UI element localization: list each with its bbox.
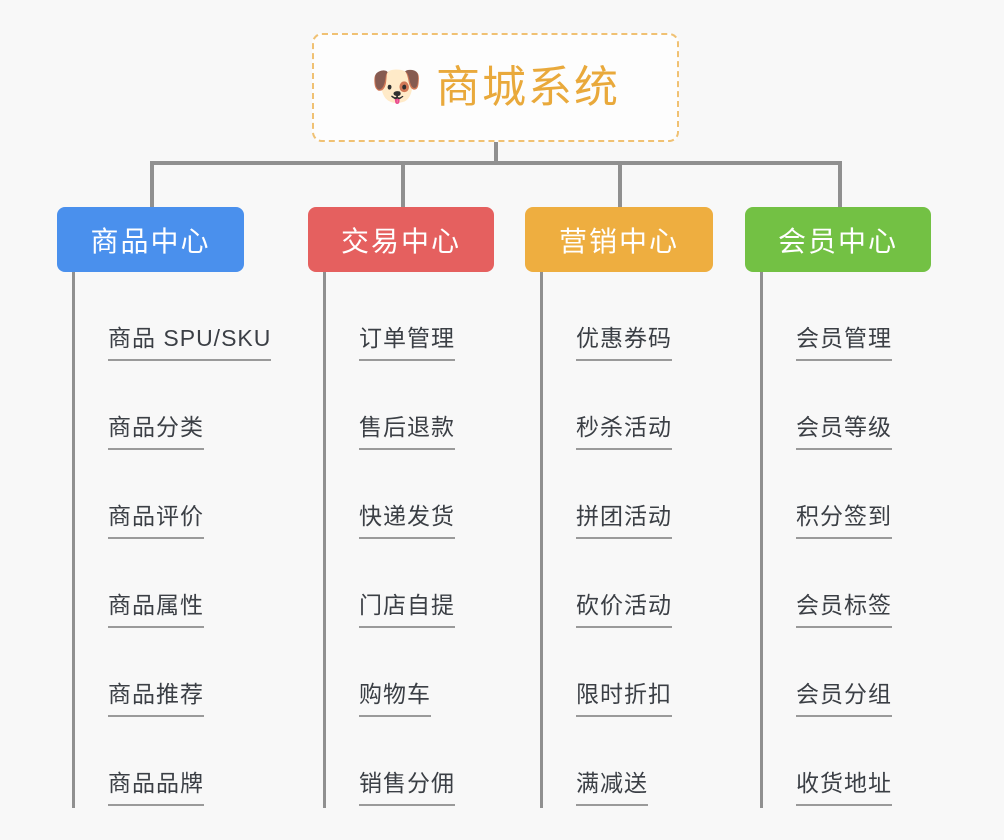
column-trade-center: 交易中心订单管理售后退款快递发货门店自提购物车销售分佣: [308, 207, 494, 808]
sub-item[interactable]: 商品分类: [72, 361, 244, 450]
root-title: 商城系统: [436, 62, 621, 112]
connector-drop-1: [150, 161, 154, 207]
category-box-marketing-center[interactable]: 营销中心: [525, 207, 713, 272]
connector-horizontal-bus: [150, 161, 840, 165]
sub-item[interactable]: 订单管理: [323, 272, 494, 361]
connector-drop-3: [618, 161, 622, 207]
sub-item-label: 会员分组: [796, 683, 892, 717]
category-box-product-center[interactable]: 商品中心: [57, 207, 244, 272]
root-node-shop-system[interactable]: 🐶 商城系统: [312, 33, 679, 142]
sub-item[interactable]: 限时折扣: [540, 628, 713, 717]
sub-item-list-trade-center: 订单管理售后退款快递发货门店自提购物车销售分佣: [323, 272, 494, 808]
sub-item-label: 限时折扣: [576, 683, 672, 717]
connector-drop-4: [838, 161, 842, 207]
sub-item[interactable]: 快递发货: [323, 450, 494, 539]
sub-item-label: 会员等级: [796, 416, 892, 450]
sub-item[interactable]: 商品属性: [72, 539, 244, 628]
sub-item[interactable]: 商品品牌: [72, 717, 244, 806]
sub-item[interactable]: 门店自提: [323, 539, 494, 628]
connector-drop-2: [401, 161, 405, 207]
connector-root-stem: [494, 142, 498, 164]
column-marketing-center: 营销中心优惠券码秒杀活动拼团活动砍价活动限时折扣满减送: [525, 207, 713, 808]
sub-item-label: 秒杀活动: [576, 416, 672, 450]
sub-item-label: 会员标签: [796, 594, 892, 628]
connector-spine-member-center: [760, 272, 763, 808]
sub-item-label: 门店自提: [359, 594, 455, 628]
category-box-member-center[interactable]: 会员中心: [745, 207, 931, 272]
sub-item-label: 积分签到: [796, 505, 892, 539]
sub-item[interactable]: 满减送: [540, 717, 713, 806]
sub-item-label: 商品评价: [108, 505, 204, 539]
sub-item[interactable]: 购物车: [323, 628, 494, 717]
sub-item-list-marketing-center: 优惠券码秒杀活动拼团活动砍价活动限时折扣满减送: [540, 272, 713, 808]
sub-item-label: 砍价活动: [576, 594, 672, 628]
sub-item[interactable]: 售后退款: [323, 361, 494, 450]
sub-item-label: 拼团活动: [576, 505, 672, 539]
connector-spine-marketing-center: [540, 272, 543, 808]
sub-item[interactable]: 优惠券码: [540, 272, 713, 361]
sub-item[interactable]: 商品评价: [72, 450, 244, 539]
sub-item-label: 商品属性: [108, 594, 204, 628]
sub-item[interactable]: 秒杀活动: [540, 361, 713, 450]
sub-item-label: 商品推荐: [108, 683, 204, 717]
sub-item-list-member-center: 会员管理会员等级积分签到会员标签会员分组收货地址: [760, 272, 931, 808]
sub-item[interactable]: 收货地址: [760, 717, 931, 806]
sub-item[interactable]: 拼团活动: [540, 450, 713, 539]
sub-item-label: 购物车: [359, 683, 431, 717]
sub-item-label: 商品分类: [108, 416, 204, 450]
sub-item-label: 快递发货: [359, 505, 455, 539]
column-product-center: 商品中心商品 SPU/SKU 商品分类商品评价商品属性商品推荐商品品牌: [57, 207, 272, 808]
sub-item-label: 优惠券码: [576, 327, 672, 361]
sub-item-label: 订单管理: [359, 327, 455, 361]
sub-item-label: 满减送: [576, 772, 648, 806]
connector-spine-trade-center: [323, 272, 326, 808]
sub-item[interactable]: 会员等级: [760, 361, 931, 450]
sub-item[interactable]: 砍价活动: [540, 539, 713, 628]
sub-item-label: 商品品牌: [108, 772, 204, 806]
sub-item-label: 会员管理: [796, 327, 892, 361]
sub-item-label: 收货地址: [796, 772, 892, 806]
sub-item[interactable]: 会员分组: [760, 628, 931, 717]
connector-spine-product-center: [72, 272, 75, 808]
sub-item-list-product-center: 商品 SPU/SKU 商品分类商品评价商品属性商品推荐商品品牌: [72, 272, 272, 808]
column-member-center: 会员中心会员管理会员等级积分签到会员标签会员分组收货地址: [745, 207, 931, 808]
sub-item[interactable]: 销售分佣: [323, 717, 494, 806]
sub-item-label: 销售分佣: [359, 772, 455, 806]
sub-item[interactable]: 会员管理: [760, 272, 931, 361]
sub-item[interactable]: 商品推荐: [72, 628, 244, 717]
sub-item[interactable]: 积分签到: [760, 450, 931, 539]
dog-face-icon: 🐶: [370, 63, 423, 109]
sub-item-label: 商品 SPU/SKU: [108, 327, 272, 361]
sub-item-label: 售后退款: [359, 416, 455, 450]
sub-item[interactable]: 商品 SPU/SKU: [72, 272, 272, 361]
sub-item[interactable]: 会员标签: [760, 539, 931, 628]
category-box-trade-center[interactable]: 交易中心: [308, 207, 494, 272]
